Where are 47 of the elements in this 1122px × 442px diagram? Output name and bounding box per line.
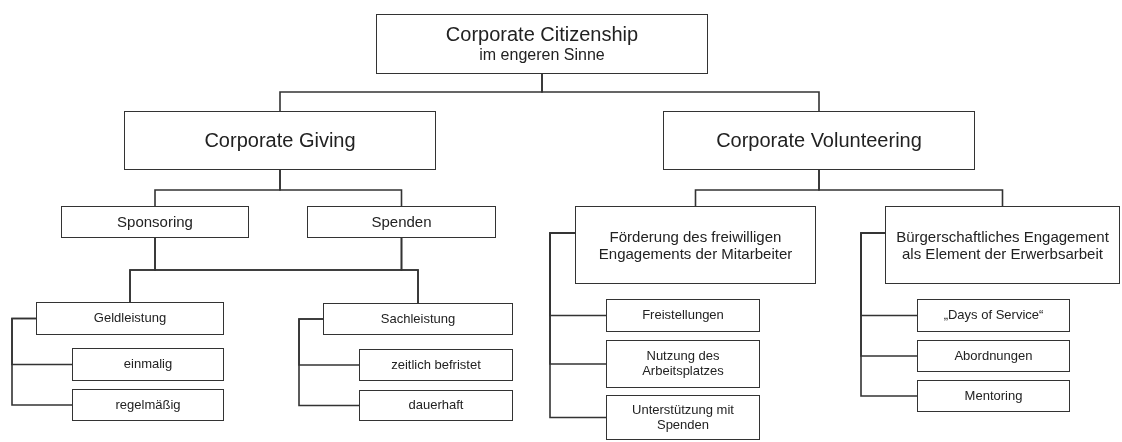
box-title: Bürgerschaftliches Engagement als Element der Erwerbsarbeit [895,227,1110,263]
category-box [323,303,513,335]
connector-line [298,318,360,407]
box-title: zeitlich befristet [391,357,481,373]
connector-line [11,317,73,406]
category-box [36,302,224,335]
box-title: Corporate Citizenship [445,23,639,47]
category-box [359,390,513,421]
connector-line [860,232,918,397]
box-title: „Days of Service“ [943,308,1044,323]
box-title: Corporate Giving [204,129,356,152]
box-title: Corporate Volunteering [716,129,922,152]
box-title: Unterstützung mit Spenden [631,402,735,433]
box-title: Freistellungen [642,308,724,323]
box-title: Nutzung des Arbeitsplatzes [641,349,725,379]
category-box [61,206,249,238]
category-box [575,206,816,284]
box-title: dauerhaft [408,398,464,413]
category-box [885,206,1120,284]
connector-line [400,237,419,304]
box-title: Spenden [371,213,432,231]
box-title: Mentoring [964,388,1023,404]
connector-line [818,169,1004,207]
connector-line [541,73,820,112]
category-box [663,111,975,170]
category-box [917,299,1070,332]
box-title: Abordnungen [954,348,1033,364]
connector-line [549,232,607,419]
box-subtitle: im engeren Sinne [479,46,605,65]
category-box [72,389,224,421]
category-box [376,14,708,74]
category-box [606,299,760,332]
box-title: Sponsoring [117,213,193,231]
category-box [124,111,436,170]
box-title: Geldleistung [93,311,167,326]
category-box [606,395,760,440]
category-box [72,348,224,381]
category-box [359,349,513,381]
category-box [917,340,1070,372]
box-title: Förderung des freiwilligen Engagements der Mitarbeiter [597,227,794,263]
category-box [606,340,760,388]
category-box [307,206,496,238]
box-title: Sachleistung [380,311,456,327]
category-box [917,380,1070,412]
box-title: regelmäßig [115,397,181,413]
connector-line [279,169,403,207]
box-title: einmalig [123,357,173,372]
